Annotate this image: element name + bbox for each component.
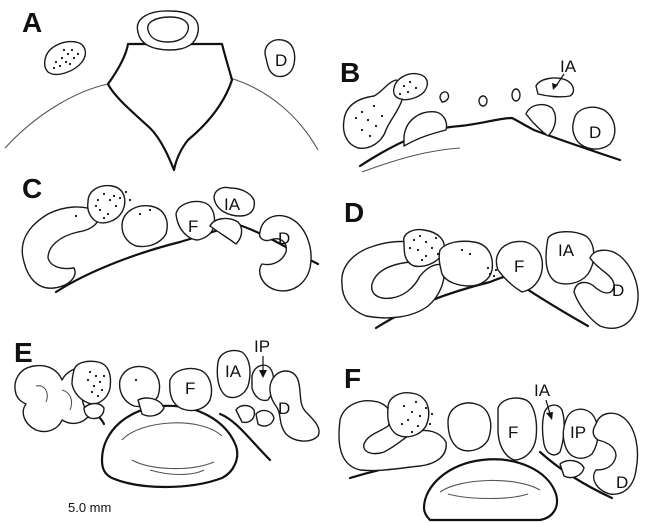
panel-b: B IA D	[340, 57, 620, 172]
panel-c: C F IA D	[22, 173, 318, 292]
label-d-e: D	[278, 399, 290, 418]
panel-c-letter: C	[22, 173, 42, 204]
label-ia-c: IA	[224, 195, 241, 214]
label-ia-d: IA	[558, 241, 575, 260]
label-ia-e: IA	[225, 362, 242, 381]
panel-f-letter: F	[344, 363, 361, 394]
label-f-f: F	[508, 423, 518, 442]
panel-d: D F IA D	[342, 197, 638, 328]
label-ip-e: IP	[254, 337, 270, 356]
label-f-d: F	[514, 257, 524, 276]
label-f-c: F	[188, 217, 198, 236]
panel-e: E F IA IP	[14, 337, 319, 487]
panel-f: F F IA IP D	[339, 363, 638, 520]
panel-a: A D	[5, 7, 318, 170]
panel-a-letter: A	[22, 7, 42, 38]
panel-b-letter: B	[340, 57, 360, 88]
scale-bar-label: 5.0 mm	[68, 500, 111, 515]
label-d-a: D	[275, 51, 287, 70]
label-d-c: D	[278, 229, 290, 248]
panel-d-letter: D	[344, 197, 364, 228]
label-ip-f: IP	[570, 423, 586, 442]
brainstem-outline-a	[108, 44, 232, 170]
label-d-f: D	[616, 473, 628, 492]
label-f-e: F	[185, 379, 195, 398]
label-ia-b: IA	[560, 57, 577, 76]
label-d-b: D	[589, 123, 601, 142]
label-d-d: D	[612, 281, 624, 300]
label-ia-f: IA	[534, 381, 551, 400]
panel-e-letter: E	[14, 337, 33, 368]
